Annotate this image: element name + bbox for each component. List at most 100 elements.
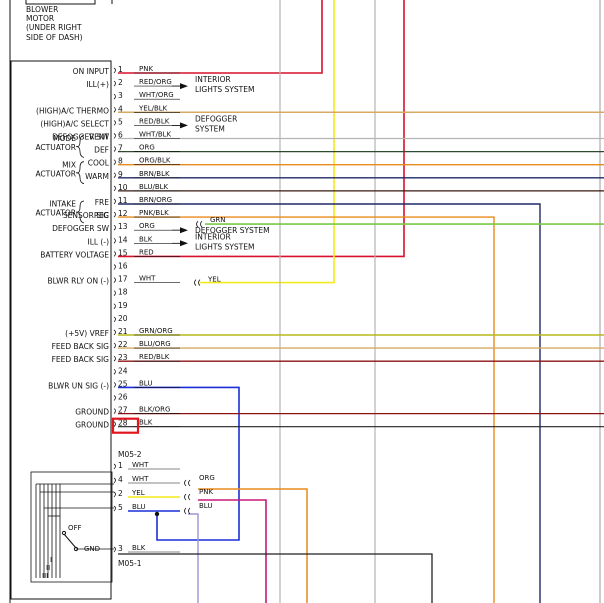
pin-bracket xyxy=(113,368,116,375)
actuator-brace xyxy=(75,135,85,158)
switch-pos-2-label: II xyxy=(46,564,50,572)
pin-function-label: (HIGH)A/C THERMO xyxy=(36,106,109,115)
switch-pos-1-label: I xyxy=(50,556,52,564)
blower-label-3: (UNDER RIGHT xyxy=(26,23,82,32)
wire-pin15-red xyxy=(118,0,405,258)
pin-wire-color: RED xyxy=(139,248,154,256)
bottom-pin-wire-color: WHT xyxy=(132,461,149,469)
destination-label: LIGHTS SYSTEM xyxy=(195,242,254,251)
bottom-pin-number: 4 xyxy=(118,475,123,484)
blower-label-1: BLOWER xyxy=(26,5,58,14)
bottom-pin-number: 3 xyxy=(118,544,123,553)
bottom-pin-wire-color: BLU xyxy=(132,503,145,511)
destination-arrowhead xyxy=(180,227,188,234)
pin-number: 18 xyxy=(118,288,128,297)
pin-number: 5 xyxy=(118,117,123,126)
bottom-pin-wire-color: YEL xyxy=(131,489,145,497)
pin-bracket xyxy=(113,224,116,231)
pin-number: 21 xyxy=(118,327,128,336)
pin-number: 19 xyxy=(118,301,128,310)
bottom-splice-color: ORG xyxy=(199,474,215,482)
pin-bracket xyxy=(113,80,116,87)
pin-wire-color: BLU xyxy=(139,379,152,387)
pin-number: 27 xyxy=(118,406,128,415)
wire-pin11-brnorg xyxy=(118,203,541,603)
bottom-pin-number: 1 xyxy=(118,461,123,470)
bottom-pin-wire-color: WHT xyxy=(132,475,149,483)
pin-wire-color: PNK xyxy=(139,65,153,73)
bottom-splice xyxy=(184,493,191,501)
pin-bracket xyxy=(113,290,116,296)
pin-bracket xyxy=(113,303,116,310)
pin-number: 25 xyxy=(118,379,128,388)
pin-number: 4 xyxy=(118,104,123,113)
pin-bracket xyxy=(113,342,116,349)
pin-bracket xyxy=(113,93,116,100)
pin-number: 1 xyxy=(118,65,123,74)
actuator-item-label: VENT xyxy=(89,133,109,142)
pin-number: 24 xyxy=(118,366,128,375)
pin-bracket xyxy=(113,264,116,270)
wires-layer xyxy=(118,0,604,603)
pin-function-label: BATTERY VOLTAGE xyxy=(40,250,109,259)
switch-gnd-label: GND xyxy=(84,545,100,553)
pin-bracket xyxy=(113,67,116,74)
pin-bracket xyxy=(113,159,116,165)
bottom-pin-bracket xyxy=(113,463,116,470)
destination-arrowhead xyxy=(180,83,188,90)
actuator-item-label: REC xyxy=(94,211,109,220)
pin-number: 28 xyxy=(118,419,128,428)
blower-label-2: MOTOR xyxy=(26,14,54,23)
actuator-item-label: COOL xyxy=(88,159,110,168)
pin-bracket xyxy=(113,382,116,388)
pin-wire-color: ORG/BLK xyxy=(139,157,171,165)
pin-wire-color: BLK xyxy=(139,235,153,243)
destination-label: DEFOGGER xyxy=(195,114,237,123)
pin-bracket xyxy=(113,277,116,283)
pin-bracket xyxy=(113,172,116,179)
actuator-brace xyxy=(75,200,85,224)
pin-function-label: ON INPUT xyxy=(73,67,110,76)
bottom-pin-number: 5 xyxy=(118,503,123,512)
pin-wire-color: RED/BLK xyxy=(139,353,170,361)
destination-label: SYSTEM xyxy=(195,124,225,133)
destination-arrowhead xyxy=(180,240,188,247)
actuator-group-line1: MIX xyxy=(62,160,76,169)
pin-bracket xyxy=(113,237,116,244)
actuator-brace xyxy=(75,161,85,185)
actuator-item-label: WARM xyxy=(85,172,109,181)
pin-number: 16 xyxy=(118,262,128,271)
pin-wire-color: WHT/ORG xyxy=(139,91,174,99)
actuator-group-line2: ACTUATOR xyxy=(35,209,76,218)
destination-label: DEFOGGER SYSTEM xyxy=(195,226,270,235)
pin-number: 9 xyxy=(118,170,123,179)
pin-wire-color: BRN/ORG xyxy=(139,196,172,204)
connector-label-m05-1: M05-1 xyxy=(118,559,142,568)
bottom-pin-bracket xyxy=(113,505,116,512)
destination-label: INTERIOR xyxy=(195,75,231,84)
pin-bracket xyxy=(113,133,116,139)
bottom-pin-bracket xyxy=(113,546,116,553)
blower-label-4: SIDE OF DASH) xyxy=(26,33,83,42)
pin-number: 14 xyxy=(118,235,128,244)
splice-wire-color: GRN xyxy=(210,216,226,224)
pin-bracket xyxy=(113,146,116,152)
pin-function-label: FEED BACK SIG xyxy=(52,355,110,364)
pin-bracket xyxy=(113,106,116,113)
blower-motor-block: BLOWER MOTOR (UNDER RIGHT SIDE OF DASH) xyxy=(25,0,113,42)
pin-number: 8 xyxy=(118,157,123,166)
pin-function-label: BLWR RLY ON (-) xyxy=(48,277,110,286)
actuator-item-label: FRE xyxy=(95,198,110,207)
pin-number: 13 xyxy=(118,222,128,231)
pin-wire-color: RED/ORG xyxy=(139,78,172,86)
splice-dot xyxy=(154,511,160,517)
pin-bracket xyxy=(113,198,116,205)
pin-function-label: ILL(+) xyxy=(86,80,109,89)
pin-function-label: (HIGH)A/C SELECT xyxy=(40,119,109,128)
pin-function-labels: ON INPUT ILL(+) (HIGH)A/C THERMO (HIGH)A/C … xyxy=(35,67,109,430)
pin-bracket xyxy=(113,395,116,401)
pin-wire-color: BLK/ORG xyxy=(139,406,170,414)
